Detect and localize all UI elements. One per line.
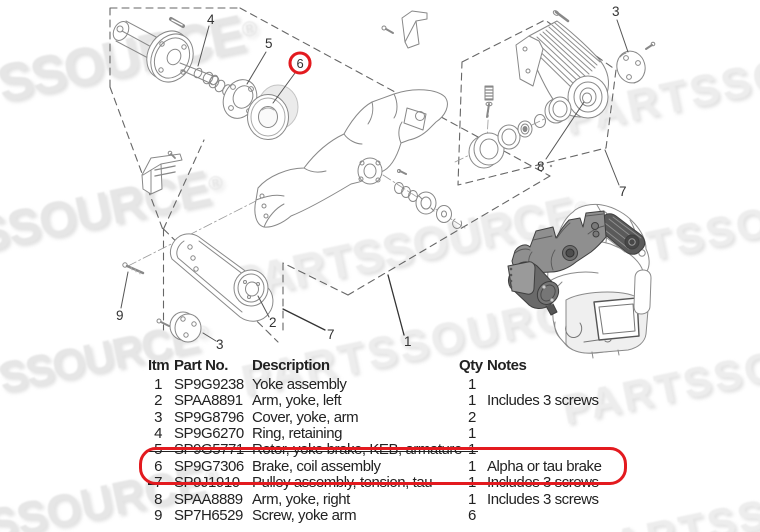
svg-text:7: 7: [619, 184, 627, 199]
svg-text:9: 9: [116, 308, 124, 323]
svg-text:3: 3: [612, 4, 620, 19]
svg-text:4: 4: [207, 12, 215, 27]
svg-text:6: 6: [297, 56, 304, 71]
svg-text:3: 3: [216, 337, 224, 352]
svg-text:5: 5: [265, 36, 273, 51]
svg-text:8: 8: [537, 159, 545, 174]
svg-text:1: 1: [404, 334, 412, 349]
svg-text:7: 7: [327, 327, 335, 342]
svg-text:2: 2: [269, 315, 277, 330]
